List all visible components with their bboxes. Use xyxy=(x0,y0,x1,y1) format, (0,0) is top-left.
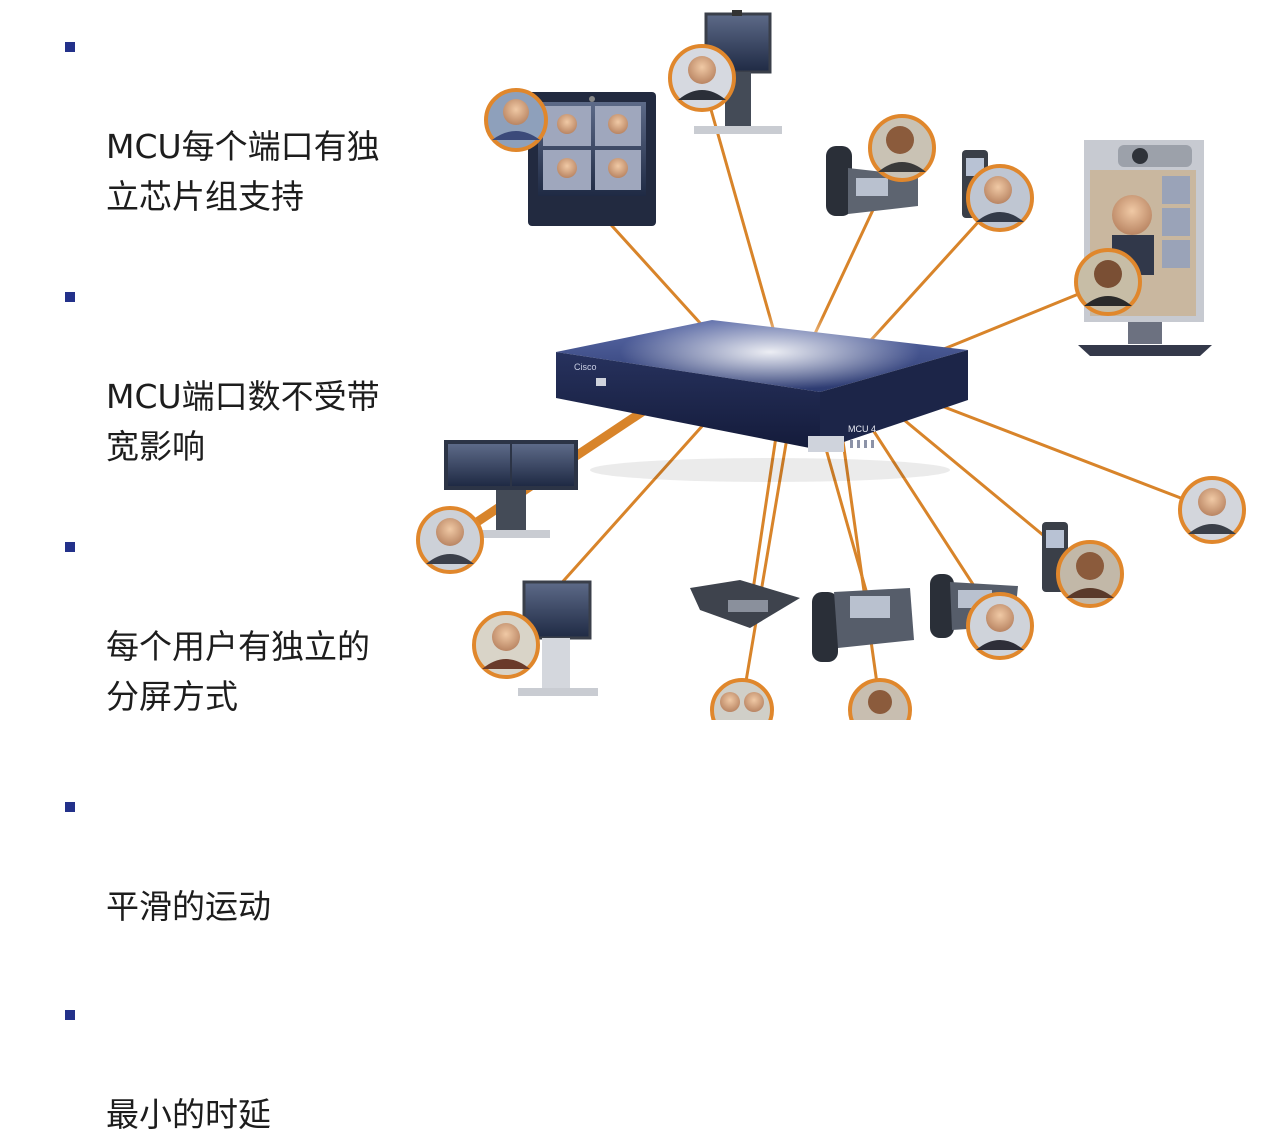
bullet-item: MCU端口数不受带 宽影响 xyxy=(62,272,462,472)
participant-avatar xyxy=(966,164,1034,232)
participant-avatars xyxy=(416,44,1246,720)
bullet-text: MCU端口数不受带 宽影响 xyxy=(106,377,380,466)
bullet-marker xyxy=(65,542,75,552)
participant-avatar xyxy=(710,678,774,720)
participant-avatar xyxy=(472,611,540,679)
bullet-marker xyxy=(65,292,75,302)
bullet-text: 每个用户有独立的 分屏方式 xyxy=(106,627,370,716)
bullet-marker xyxy=(65,42,75,52)
video-unit-stand xyxy=(694,10,782,134)
mcu-network-diagram: Cisco MCU 4 xyxy=(416,10,1246,720)
video-conference-screen xyxy=(528,92,656,226)
connection-line xyxy=(838,418,882,707)
bullet-item: 平滑的运动 xyxy=(62,782,462,932)
dual-display-unit xyxy=(444,440,578,538)
connection-line xyxy=(748,408,782,612)
participant-avatar xyxy=(1178,476,1246,544)
participant-avatar xyxy=(868,114,936,182)
participant-avatar xyxy=(1074,248,1142,316)
connection-line xyxy=(740,418,792,707)
bullet-marker xyxy=(65,1010,75,1020)
hub-logo: Cisco xyxy=(574,362,597,372)
ip-phone xyxy=(812,588,914,662)
hub-model-label: MCU 4 xyxy=(848,424,876,434)
connection-line xyxy=(898,388,1214,512)
bullet-item: MCU每个端口有独 立芯片组支持 xyxy=(62,22,462,222)
participant-avatar xyxy=(484,88,548,152)
mcu-hub: Cisco MCU 4 xyxy=(556,314,968,482)
connection-line xyxy=(700,76,777,337)
bullet-text: 最小的时延 xyxy=(106,1095,271,1134)
participant-avatar xyxy=(966,592,1034,660)
connection-line xyxy=(860,196,1002,352)
bullet-item: 最小的时延 xyxy=(62,990,462,1140)
conference-phone xyxy=(690,580,800,628)
participant-avatar xyxy=(668,44,736,112)
bullet-item: 每个用户有独立的 分屏方式 xyxy=(62,522,462,722)
bullet-marker xyxy=(65,802,75,812)
participant-avatar xyxy=(848,678,912,720)
bullet-text: MCU每个端口有独 立芯片组支持 xyxy=(106,127,380,216)
participant-avatar xyxy=(416,506,484,574)
telepresence-display xyxy=(1078,140,1212,356)
participant-avatar xyxy=(1056,540,1124,608)
bullet-text: 平滑的运动 xyxy=(106,887,271,926)
